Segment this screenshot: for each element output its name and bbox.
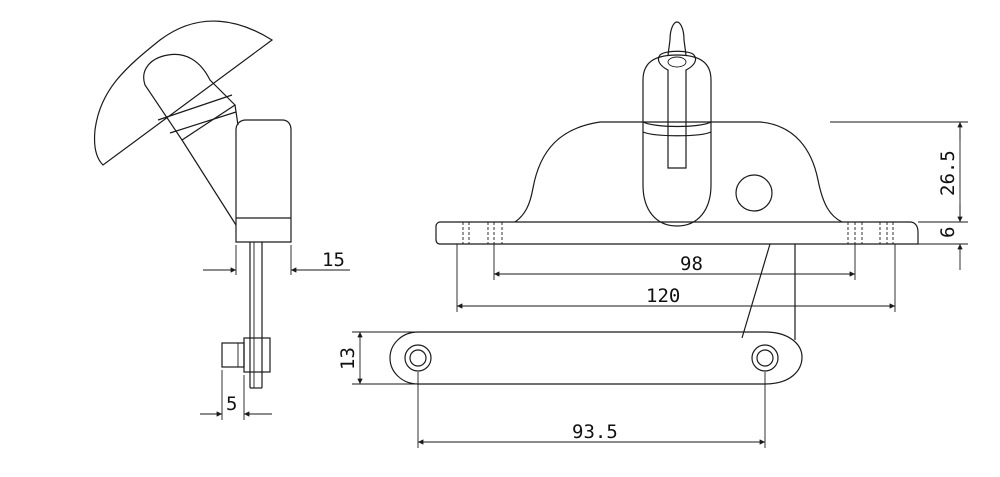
mounting-hole xyxy=(735,174,773,212)
dim-base-height: 26.5 xyxy=(937,150,959,196)
side-view: 15 5 xyxy=(93,20,350,420)
dim-pin-width: 5 xyxy=(226,393,237,415)
flange-plate xyxy=(435,221,919,245)
dim-inner-hole-spacing: 98 xyxy=(680,253,703,275)
dim-flange-thickness: 6 xyxy=(937,227,959,238)
flange-holes-left xyxy=(462,222,503,244)
flange-holes-right xyxy=(847,222,894,244)
dim-link-height: 13 xyxy=(337,347,359,370)
side-body xyxy=(235,119,292,243)
link-hole-left xyxy=(404,344,432,372)
handle-top xyxy=(657,50,697,169)
knob xyxy=(642,132,712,227)
front-view: 26.5 6 98 120 13 93.5 xyxy=(337,21,968,448)
handle-wing xyxy=(93,20,274,166)
link-hole-right xyxy=(751,344,779,372)
dim-overall-length: 120 xyxy=(646,285,680,307)
link-bar xyxy=(389,331,803,385)
dim-link-center-distance: 93.5 xyxy=(572,421,618,443)
dim-side-thickness: 15 xyxy=(322,249,345,271)
dome-body xyxy=(514,121,843,223)
handle-stem xyxy=(143,53,236,141)
connecting-arm xyxy=(741,243,796,340)
